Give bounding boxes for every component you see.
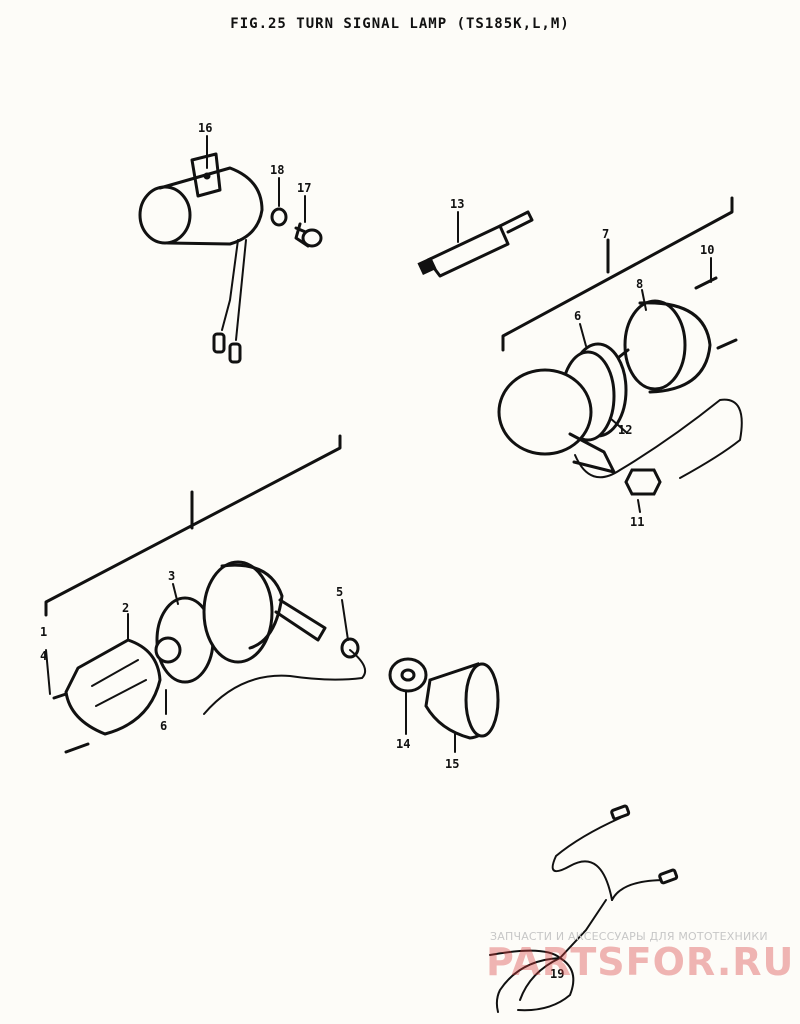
watermark-tagline: ЗАПЧАСТИ И АКСЕССУАРЫ ДЛЯ МОТОТЕХНИКИ	[490, 930, 768, 943]
callout-19: 19	[550, 967, 564, 981]
part-18-nut	[270, 207, 288, 227]
callout-11: 11	[630, 515, 644, 529]
callout-16: 16	[198, 121, 212, 135]
callout-13: 13	[450, 197, 464, 211]
part-16-indicator-lamp	[138, 152, 264, 364]
callout-1: 1	[40, 625, 47, 639]
callout-12: 12	[618, 423, 632, 437]
part-19-wiring-harness	[489, 804, 679, 1013]
callout-18: 18	[270, 163, 284, 177]
callout-10: 10	[700, 243, 714, 257]
callout-8: 8	[636, 277, 643, 291]
callout-5: 5	[336, 585, 343, 599]
callout-14: 14	[396, 737, 410, 751]
part-14-washer	[388, 657, 428, 693]
watermark-brand: PARTSFOR.RU	[486, 940, 795, 984]
part-1-front-turn-signal-assembly	[44, 434, 366, 754]
part-7-rear-turn-signal-assembly	[497, 196, 743, 496]
callout-17: 17	[297, 181, 311, 195]
figure-title: FIG.25 TURN SIGNAL LAMP (TS185K,L,M)	[230, 16, 570, 32]
part-17-screw	[294, 222, 323, 248]
callout-6-rear: 6	[574, 309, 581, 323]
callout-3: 3	[168, 569, 175, 583]
part-15-cover	[424, 662, 500, 740]
callout-4: 4	[40, 649, 47, 663]
callout-7: 7	[602, 227, 609, 241]
callout-2: 2	[122, 601, 129, 615]
callout-15: 15	[445, 757, 459, 771]
part-13-stay-bolt	[417, 210, 534, 278]
callout-6-front: 6	[160, 719, 167, 733]
leader-lines	[45, 135, 712, 753]
